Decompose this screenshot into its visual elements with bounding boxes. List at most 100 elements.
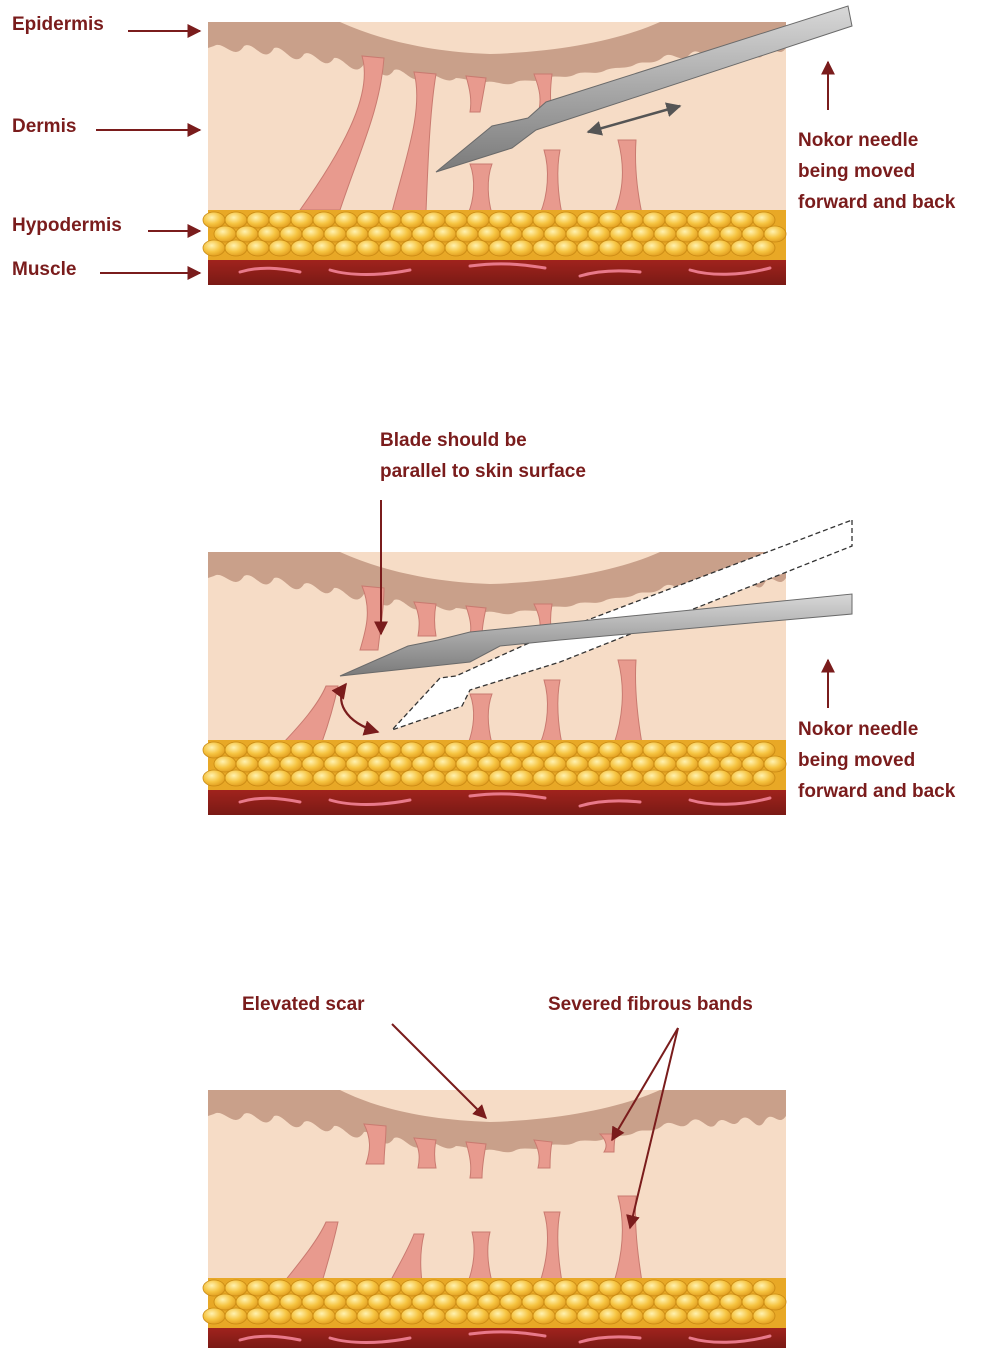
fat-cell: [456, 1294, 478, 1310]
fat-cell: [291, 1280, 313, 1296]
fat-cell: [687, 1308, 709, 1324]
fat-cell: [566, 1294, 588, 1310]
fat-cell: [247, 212, 269, 228]
fat-cell: [214, 756, 236, 772]
fat-cell: [577, 1308, 599, 1324]
fat-cell: [753, 240, 775, 256]
fat-cell: [731, 212, 753, 228]
fat-cell: [621, 212, 643, 228]
fat-cell: [731, 1280, 753, 1296]
fat-cell: [335, 212, 357, 228]
fat-cell: [654, 226, 676, 242]
fat-cell: [555, 742, 577, 758]
fat-cell: [346, 226, 368, 242]
fat-cell: [489, 212, 511, 228]
fat-cell: [225, 742, 247, 758]
fat-cell: [313, 240, 335, 256]
fat-cell: [203, 1280, 225, 1296]
fat-cell: [489, 742, 511, 758]
fat-cell: [357, 742, 379, 758]
fat-cells: [203, 742, 786, 786]
fat-cell: [500, 1294, 522, 1310]
fat-cell: [599, 770, 621, 786]
fat-cell: [467, 1308, 489, 1324]
fat-cell: [445, 742, 467, 758]
fat-cell: [610, 226, 632, 242]
fat-cell: [467, 770, 489, 786]
fat-cell: [423, 240, 445, 256]
fat-cell: [302, 1294, 324, 1310]
fat-cell: [665, 240, 687, 256]
fat-cell: [665, 1308, 687, 1324]
fat-cell: [335, 770, 357, 786]
fat-cell: [621, 1308, 643, 1324]
fat-cell: [236, 226, 258, 242]
fat-cell: [489, 240, 511, 256]
fat-cell: [269, 212, 291, 228]
fat-cell: [225, 1308, 247, 1324]
label-elevated-scar: Elevated scar: [242, 994, 365, 1015]
fat-cell: [632, 226, 654, 242]
fat-cell: [698, 226, 720, 242]
fat-cell: [687, 742, 709, 758]
fat-cell: [335, 1280, 357, 1296]
fat-cell: [445, 1308, 467, 1324]
label-hypodermis: Hypodermis: [12, 215, 122, 236]
fat-cell: [588, 1294, 610, 1310]
fat-cell: [445, 240, 467, 256]
fat-cell: [379, 742, 401, 758]
fat-cell: [225, 240, 247, 256]
fat-cell: [764, 756, 786, 772]
fat-cell: [225, 212, 247, 228]
fat-cell: [203, 1308, 225, 1324]
fat-cell: [302, 226, 324, 242]
fat-cell: [247, 240, 269, 256]
fat-cell: [467, 240, 489, 256]
fat-cell: [247, 1280, 269, 1296]
blade-note-line1: Blade should be: [380, 430, 527, 451]
fat-cell: [313, 212, 335, 228]
fat-cell: [489, 770, 511, 786]
fat-cell: [566, 756, 588, 772]
fat-cell: [247, 1308, 269, 1324]
fat-cell: [291, 770, 313, 786]
fat-cell: [379, 212, 401, 228]
fat-cell: [742, 1294, 764, 1310]
fat-cell: [687, 1280, 709, 1296]
fat-cell: [412, 1294, 434, 1310]
fat-cell: [357, 1280, 379, 1296]
fat-cell: [577, 1280, 599, 1296]
fat-cell: [687, 770, 709, 786]
fat-cell: [269, 770, 291, 786]
fat-cell: [379, 1308, 401, 1324]
fat-cell: [357, 240, 379, 256]
fat-cell: [610, 756, 632, 772]
fat-cells: [203, 212, 786, 256]
fat-cell: [489, 1280, 511, 1296]
fat-cell: [676, 756, 698, 772]
fat-cell: [236, 1294, 258, 1310]
needle-note-1-line3: forward and back: [798, 192, 956, 213]
fat-cell: [423, 742, 445, 758]
fat-cell: [412, 756, 434, 772]
fat-cell: [412, 226, 434, 242]
fat-cell: [423, 1280, 445, 1296]
panel-2: Blade should be parallel to skin surface…: [203, 430, 956, 815]
fat-cell: [203, 742, 225, 758]
fat-cell: [467, 1280, 489, 1296]
fat-cell: [588, 226, 610, 242]
fat-cell: [555, 1308, 577, 1324]
fat-cell: [687, 240, 709, 256]
fat-cell: [764, 1294, 786, 1310]
fat-cell: [445, 212, 467, 228]
fat-cell: [478, 756, 500, 772]
fat-cell: [368, 1294, 390, 1310]
fat-cell: [555, 240, 577, 256]
fat-cell: [709, 1308, 731, 1324]
fat-cell: [500, 226, 522, 242]
fat-cell: [522, 1294, 544, 1310]
fat-cell: [555, 770, 577, 786]
fat-cell: [401, 212, 423, 228]
needle-note-1-line1: Nokor needle: [798, 130, 918, 151]
fat-cell: [335, 1308, 357, 1324]
